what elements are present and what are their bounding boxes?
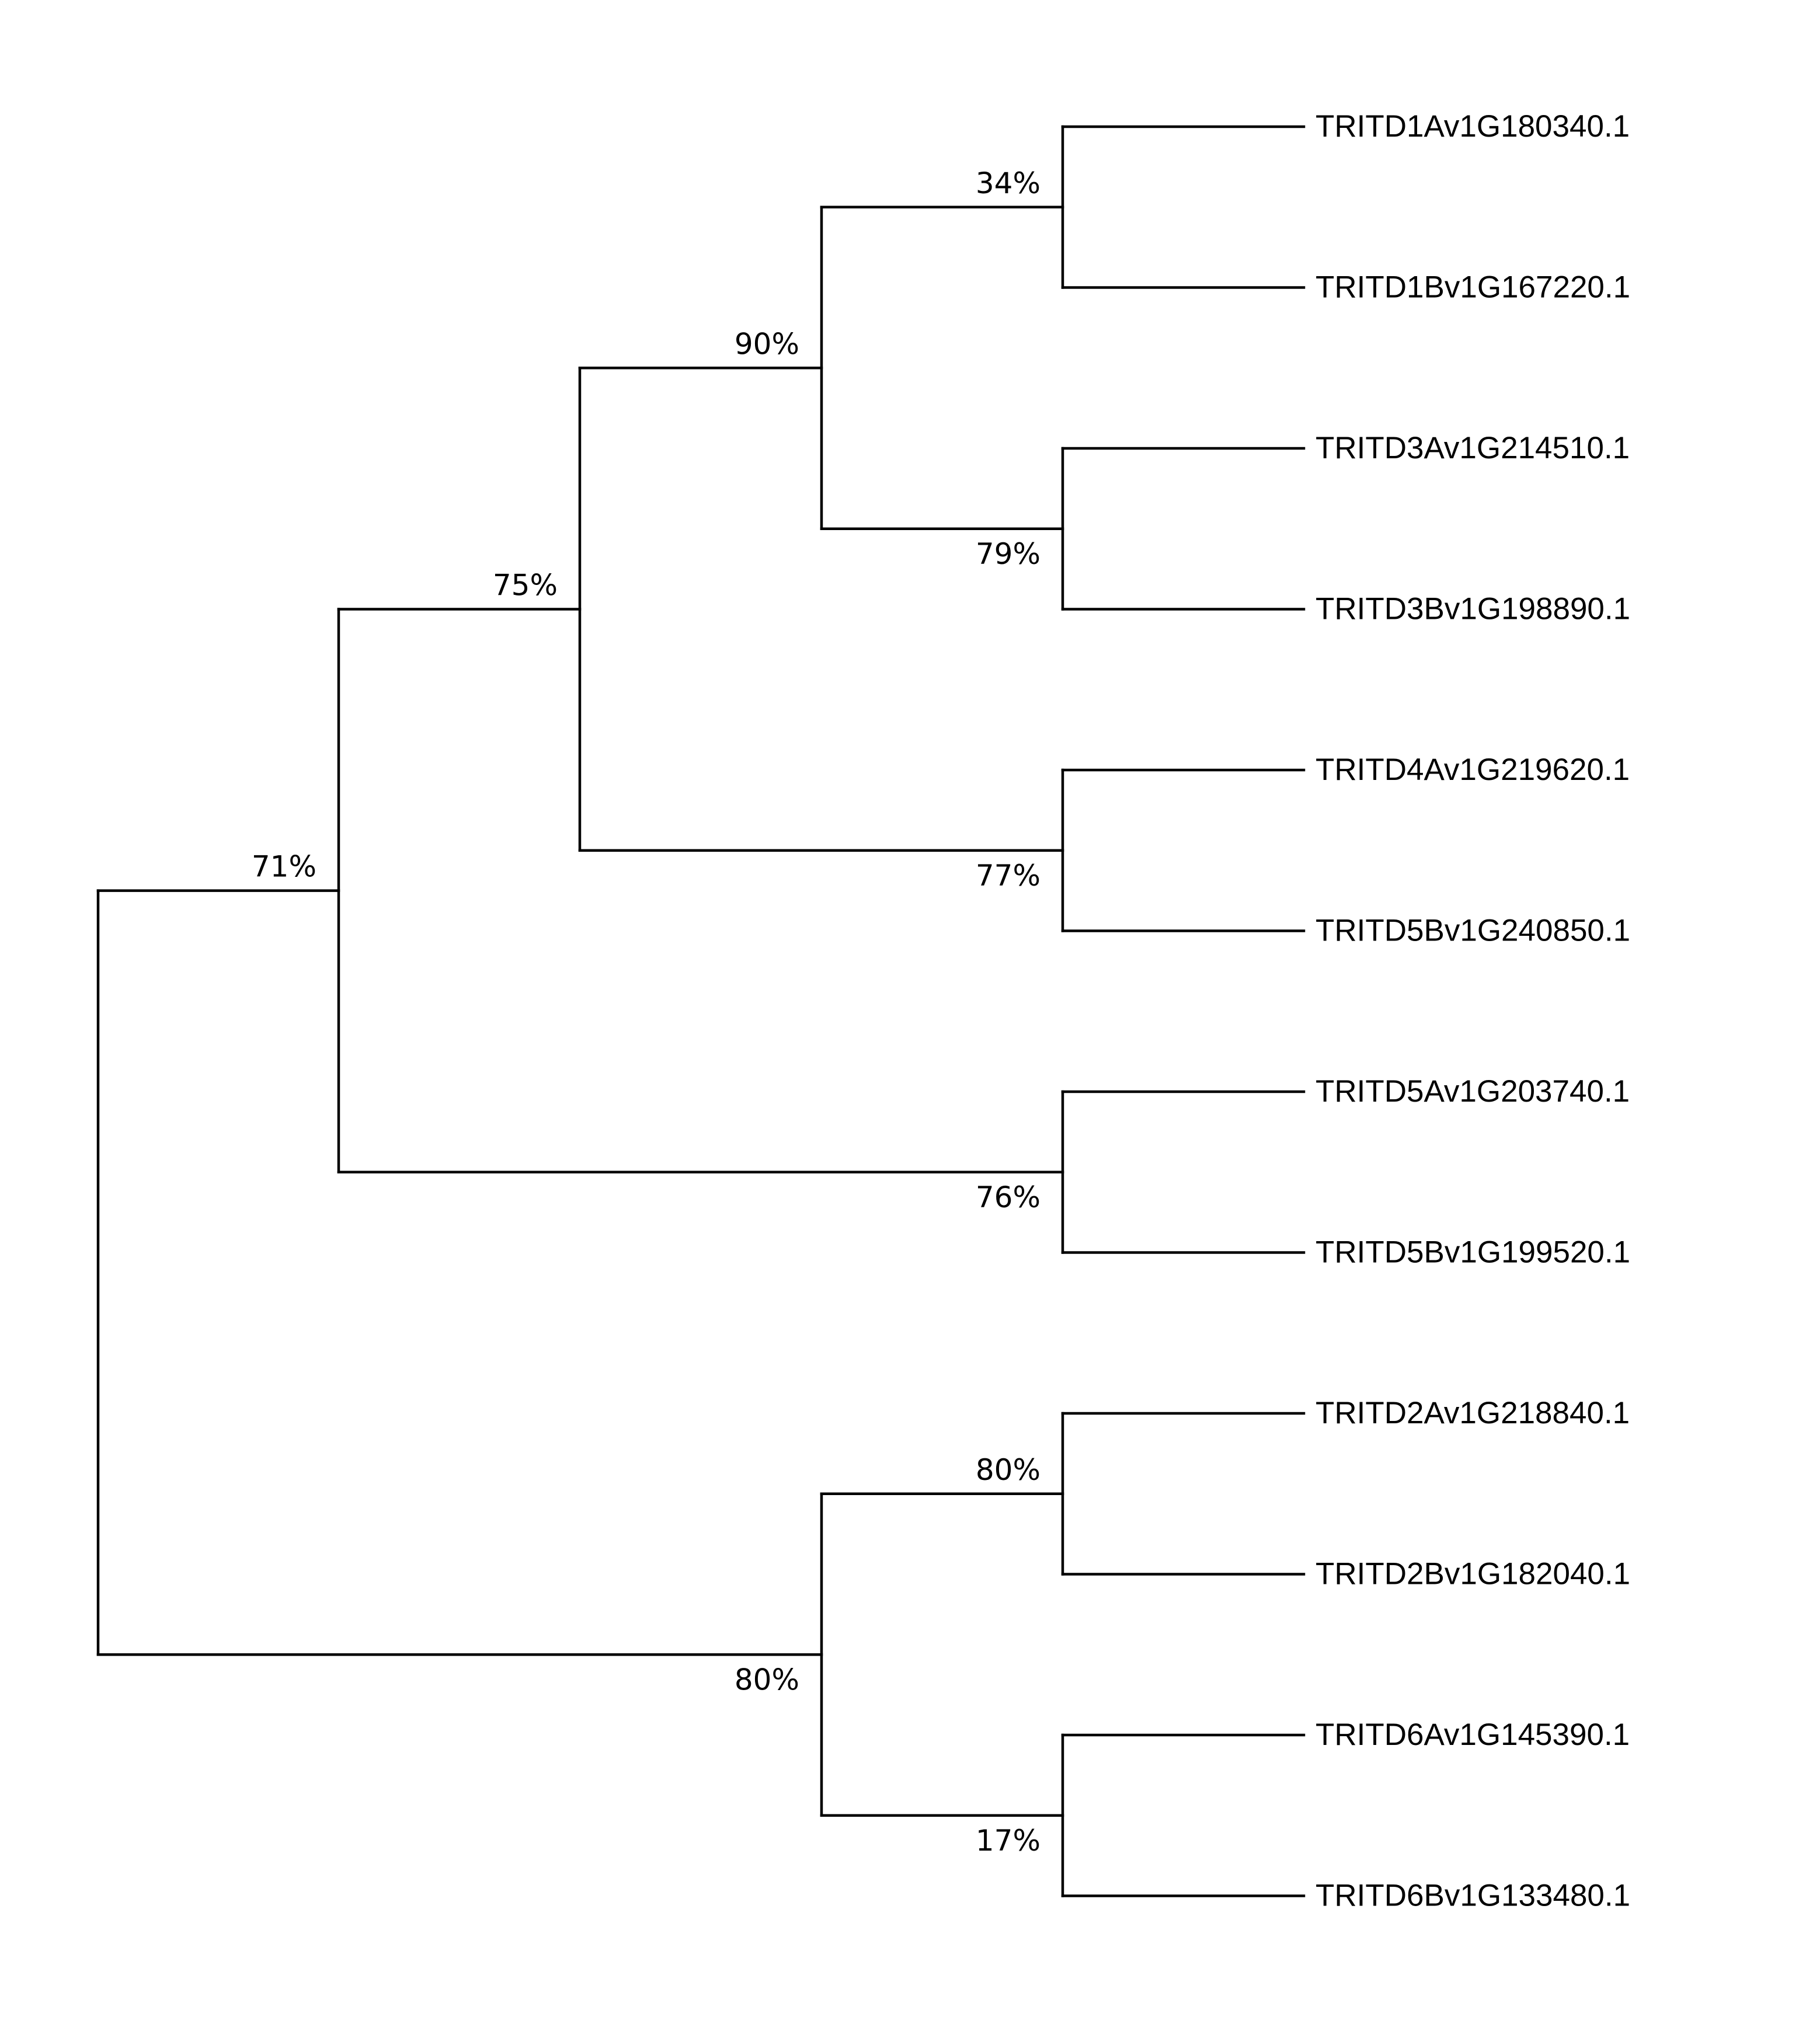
support-value-label: 34% <box>976 166 1041 200</box>
support-value-label: 17% <box>976 1824 1041 1858</box>
support-value-label: 80% <box>976 1453 1041 1487</box>
leaf-label: TRITD4Av1G219620.1 <box>1316 753 1630 787</box>
leaf-label: TRITD2Av1G218840.1 <box>1316 1396 1630 1430</box>
leaf-label: TRITD3Av1G214510.1 <box>1316 431 1630 465</box>
leaf-labels: TRITD1Av1G180340.1TRITD1Bv1G167220.1TRIT… <box>1316 109 1630 1913</box>
leaf-label: TRITD1Bv1G167220.1 <box>1316 270 1630 305</box>
leaf-label: TRITD5Bv1G199520.1 <box>1316 1235 1630 1270</box>
support-value-label: 77% <box>976 859 1041 893</box>
support-value-label: 76% <box>976 1180 1041 1214</box>
tree-branches <box>96 125 1306 1897</box>
leaf-label: TRITD5Bv1G240850.1 <box>1316 914 1630 948</box>
support-value-label: 79% <box>976 537 1041 571</box>
support-value-label: 75% <box>493 569 558 602</box>
leaf-label: TRITD5Av1G203740.1 <box>1316 1074 1630 1109</box>
leaf-label: TRITD6Av1G145390.1 <box>1316 1718 1630 1752</box>
support-value-label: 90% <box>735 327 799 361</box>
leaf-label: TRITD6Bv1G133480.1 <box>1316 1879 1630 1913</box>
support-values: 34% 79% 90% 77% 75% 76% 71% 80% 17% 80% <box>252 166 1041 1858</box>
support-value-label: 71% <box>252 850 316 884</box>
leaf-label: TRITD2Bv1G182040.1 <box>1316 1557 1630 1591</box>
leaf-label: TRITD1Av1G180340.1 <box>1316 109 1630 144</box>
leaf-label: TRITD3Bv1G198890.1 <box>1316 592 1630 626</box>
support-value-label: 80% <box>735 1663 799 1696</box>
